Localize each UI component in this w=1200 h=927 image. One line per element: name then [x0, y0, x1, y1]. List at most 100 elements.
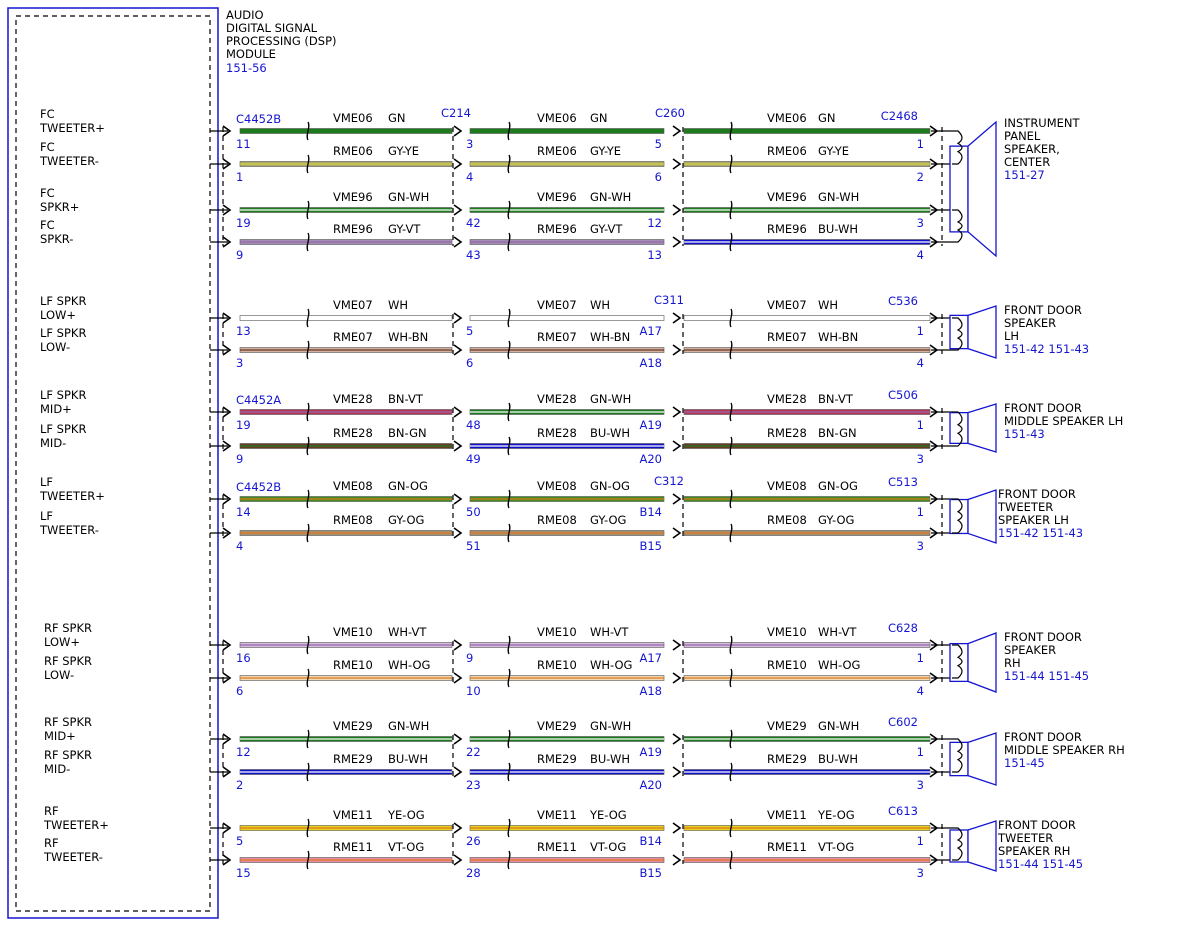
- twist-mark: [507, 850, 511, 870]
- twist-mark: [507, 200, 511, 220]
- inline-connector-label: C260: [655, 106, 685, 120]
- pin-number: 12: [236, 745, 251, 759]
- twist-mark: [306, 818, 310, 838]
- twist-mark: [306, 489, 310, 509]
- signal-label: TWEETER+: [39, 489, 105, 503]
- load-label-line: LH: [1004, 329, 1019, 343]
- signal-label: RF SPKR: [44, 715, 92, 729]
- module-title-line: AUDIO: [226, 8, 264, 22]
- circuit-label: RME11: [537, 840, 577, 854]
- twist-mark: [729, 523, 733, 543]
- pin-number: 43: [466, 248, 481, 262]
- load-label-line: FRONT DOOR: [998, 818, 1076, 832]
- connector-arrow-icon: [222, 672, 232, 684]
- twist-mark: [507, 402, 511, 422]
- wire-color-label: GN: [590, 111, 608, 125]
- wire-color-label: WH-OG: [388, 658, 430, 672]
- speaker-coil-icon: [952, 317, 963, 351]
- speaker-cone-icon: [967, 489, 997, 544]
- pin-number: 3: [917, 866, 924, 880]
- wire-color-label: GN-WH: [818, 719, 859, 733]
- signal-label: LF SPKR: [40, 294, 86, 308]
- circuit-label: RME06: [537, 144, 577, 158]
- load-ref: 151-43: [1004, 427, 1045, 441]
- signal-label: MID+: [40, 402, 72, 416]
- twist-mark: [729, 200, 733, 220]
- pin-number: 1: [917, 418, 924, 432]
- circuit-label: VME11: [537, 808, 577, 822]
- pin-number: 5: [236, 834, 243, 848]
- circuit-label: RME10: [767, 658, 807, 672]
- load-connector-label: C602: [888, 715, 918, 729]
- twist-mark: [306, 200, 310, 220]
- connector-arrow-icon: [672, 344, 682, 356]
- circuit-label: VME10: [767, 625, 807, 639]
- connector-arrow-icon: [672, 406, 682, 418]
- pin-number: 1: [917, 651, 924, 665]
- circuit-label: VME96: [767, 190, 807, 204]
- twist-mark: [306, 232, 310, 252]
- circuit-label: RME29: [537, 752, 577, 766]
- twist-mark: [306, 308, 310, 328]
- circuit-label: RME10: [333, 658, 373, 672]
- twist-mark: [729, 729, 733, 749]
- load-label-line: FRONT DOOR: [1004, 303, 1082, 317]
- wire-color-label: GY-YE: [388, 144, 419, 158]
- pin-number: 13: [647, 248, 662, 262]
- twist-mark: [729, 762, 733, 782]
- connector-arrow-icon: [453, 766, 463, 778]
- connector-arrow-icon: [222, 440, 232, 452]
- connector-arrow-icon: [222, 733, 232, 745]
- circuit-label: VME06: [537, 111, 577, 125]
- twist-mark: [306, 762, 310, 782]
- wire-color-label: WH: [818, 298, 838, 312]
- speaker-coil-icon: [952, 209, 963, 243]
- connector-arrow-icon: [672, 733, 682, 745]
- twist-mark: [306, 402, 310, 422]
- connector-arrow-icon: [672, 493, 682, 505]
- pin-number: 3: [917, 452, 924, 466]
- pin-number: 19: [236, 216, 251, 230]
- connector-arrow-icon: [222, 312, 232, 324]
- circuit-label: VME10: [333, 625, 373, 639]
- wire-color-label: WH-OG: [818, 658, 860, 672]
- wire-color-label: BU-WH: [388, 752, 428, 766]
- signal-label: LOW-: [44, 668, 74, 682]
- wire-color-label: WH-BN: [388, 330, 428, 344]
- signal-label: SPKR-: [40, 232, 73, 246]
- speaker-cone-icon: [967, 305, 997, 359]
- wire-color-label: GN-WH: [590, 190, 631, 204]
- dsp-module-inner-dashed: [15, 15, 211, 912]
- twist-mark: [507, 489, 511, 509]
- circuit-label: RME28: [537, 426, 577, 440]
- pin-number: A20: [639, 778, 662, 792]
- speaker-cone-icon: [967, 732, 997, 786]
- speaker-magnet-icon: [949, 829, 969, 863]
- connector-arrow-icon: [453, 406, 463, 418]
- twist-mark: [306, 668, 310, 688]
- twist-mark: [507, 340, 511, 360]
- twist-mark: [507, 668, 511, 688]
- pin-number: A18: [639, 356, 662, 370]
- module-title-line: DIGITAL SIGNAL: [226, 21, 318, 35]
- wire-color-label: GY-VT: [388, 222, 421, 236]
- twist-mark: [507, 154, 511, 174]
- wire-color-label: BN-GN: [818, 426, 857, 440]
- circuit-label: VME07: [537, 298, 577, 312]
- speaker-coil-icon: [952, 411, 963, 447]
- speaker-cone-icon: [967, 820, 997, 872]
- dsp-module-title: AUDIO DIGITAL SIGNAL PROCESSING (DSP) MO…: [226, 8, 337, 75]
- module-connector-label: C4452B: [236, 112, 281, 126]
- wire-color-label: BU-WH: [818, 222, 858, 236]
- load-connector-label: C513: [888, 475, 918, 489]
- load-label-line: CENTER: [1004, 155, 1050, 169]
- wire-color-label: GN: [388, 111, 406, 125]
- connector-arrow-icon: [222, 344, 232, 356]
- pin-number: A20: [639, 452, 662, 466]
- pin-number: A19: [639, 745, 662, 759]
- pin-number: B14: [639, 834, 662, 848]
- circuit-label: RME08: [333, 513, 373, 527]
- connector-arrow-icon: [672, 672, 682, 684]
- pin-number: 28: [466, 866, 481, 880]
- pin-number: 3: [917, 216, 924, 230]
